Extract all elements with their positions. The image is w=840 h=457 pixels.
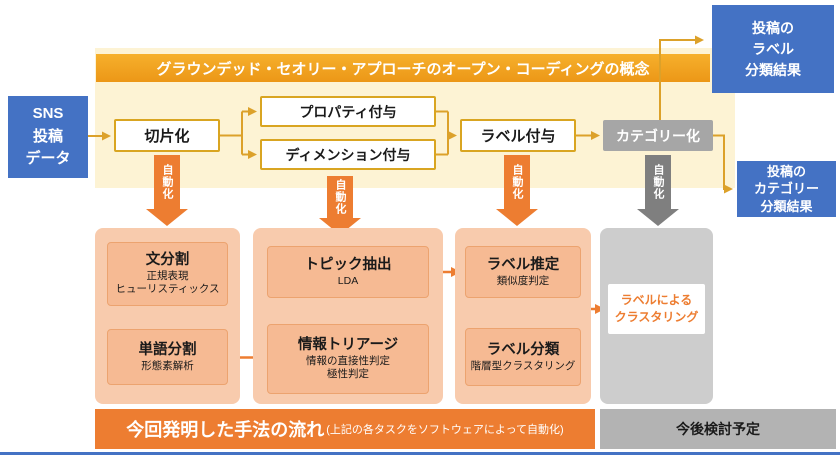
task-title: トピック抽出 <box>304 256 392 273</box>
concept-title-bar: グラウンデッド・セオリー・アプローチのオープン・コーディングの概念 <box>96 54 710 82</box>
output-line: 分類結果 <box>760 198 813 214</box>
task-title: 情報トリアージ <box>297 336 399 353</box>
step-label: ラベル付与 <box>480 128 556 145</box>
automation-arrow-4: 自動化 <box>637 155 679 226</box>
task-information-triage: 情報トリアージ 情報の直接性判定 極性判定 <box>267 324 429 394</box>
step-label: プロパティ付与 <box>299 103 397 120</box>
sns-line: SNS <box>32 105 64 123</box>
task-title: 単語分割 <box>138 341 197 358</box>
task-subtitle: 階層型クラスタリング <box>470 359 576 372</box>
automation-arrow-1: 自動化 <box>146 155 188 226</box>
task-subtitle: 極性判定 <box>327 368 369 381</box>
output-line: カテゴリー <box>753 181 819 197</box>
output-label-result: 投稿の ラベル 分類結果 <box>712 5 834 93</box>
automation-label: 自動化 <box>511 164 523 200</box>
arrow-down-icon <box>637 209 679 226</box>
step-labeling: ラベル付与 <box>460 119 576 152</box>
task-title: ラベル分類 <box>486 341 560 358</box>
output-line: 投稿の <box>752 19 794 36</box>
output-line: 投稿の <box>766 163 806 179</box>
step-segmentation: 切片化 <box>114 119 220 152</box>
sns-line: 投稿 <box>32 127 63 145</box>
sns-line: データ <box>25 150 71 168</box>
automation-arrow-2: 自動化 <box>319 176 361 235</box>
automation-arrow-3: 自動化 <box>496 155 538 226</box>
task-title-line: クラスタリング <box>614 310 699 324</box>
task-topic-extraction: トピック抽出 LDA <box>267 246 429 298</box>
automation-arrow-stem: 自動化 <box>327 176 353 218</box>
task-word-split: 単語分割 形態素解析 <box>107 329 228 385</box>
step-label: 切片化 <box>144 128 190 145</box>
automation-label: 自動化 <box>334 179 346 215</box>
task-sentence-split: 文分割 正規表現 ヒューリスティックス <box>107 242 228 306</box>
automation-label: 自動化 <box>652 164 664 200</box>
step-dimension: ディメンション付与 <box>260 139 436 170</box>
step-categorize: カテゴリー化 <box>603 120 713 151</box>
task-subtitle: 正規表現 <box>146 269 189 282</box>
task-label-classification: ラベル分類 階層型クラスタリング <box>465 328 581 386</box>
step-label: ディメンション付与 <box>285 146 411 163</box>
step-property: プロパティ付与 <box>260 96 436 127</box>
footer-future-bar: 今後検討予定 <box>600 409 836 449</box>
automation-label: 自動化 <box>161 164 173 200</box>
arrow-down-icon <box>496 209 538 226</box>
footer-method-title: 今回発明した手法の流れ <box>126 420 325 440</box>
automation-arrow-stem: 自動化 <box>645 155 671 209</box>
output-category-result: 投稿の カテゴリー 分類結果 <box>737 161 836 217</box>
task-title-line: ラベルによる <box>620 293 693 308</box>
task-subtitle: 情報の直接性判定 <box>306 354 390 367</box>
footer-method-bar: 今回発明した手法の流れ (上記の各タスクをソフトウェアによって自動化) <box>95 409 595 449</box>
output-line: 分類結果 <box>745 61 801 78</box>
task-subtitle: 類似度判定 <box>496 274 550 287</box>
bottom-divider <box>0 452 840 455</box>
arrow-down-icon <box>146 209 188 226</box>
task-subtitle: ヒューリスティックス <box>115 283 220 296</box>
sns-data-box: SNS 投稿 データ <box>8 96 88 178</box>
task-title: ラベル推定 <box>486 256 560 273</box>
task-label-clustering: ラベルによる クラスタリング <box>608 284 705 334</box>
concept-title-text: グラウンデッド・セオリー・アプローチのオープン・コーディングの概念 <box>156 60 650 78</box>
output-line: ラベル <box>752 40 794 57</box>
task-subtitle: 形態素解析 <box>141 359 194 372</box>
footer-method-note: (上記の各タスクをソフトウェアによって自動化) <box>326 424 564 436</box>
task-subtitle: LDA <box>337 274 359 287</box>
task-title: 文分割 <box>145 251 190 268</box>
step-label: カテゴリー化 <box>616 127 700 144</box>
automation-arrow-stem: 自動化 <box>154 155 180 209</box>
automation-arrow-stem: 自動化 <box>504 155 530 209</box>
task-label-estimation: ラベル推定 類似度判定 <box>465 246 581 298</box>
footer-future-label: 今後検討予定 <box>676 421 760 437</box>
